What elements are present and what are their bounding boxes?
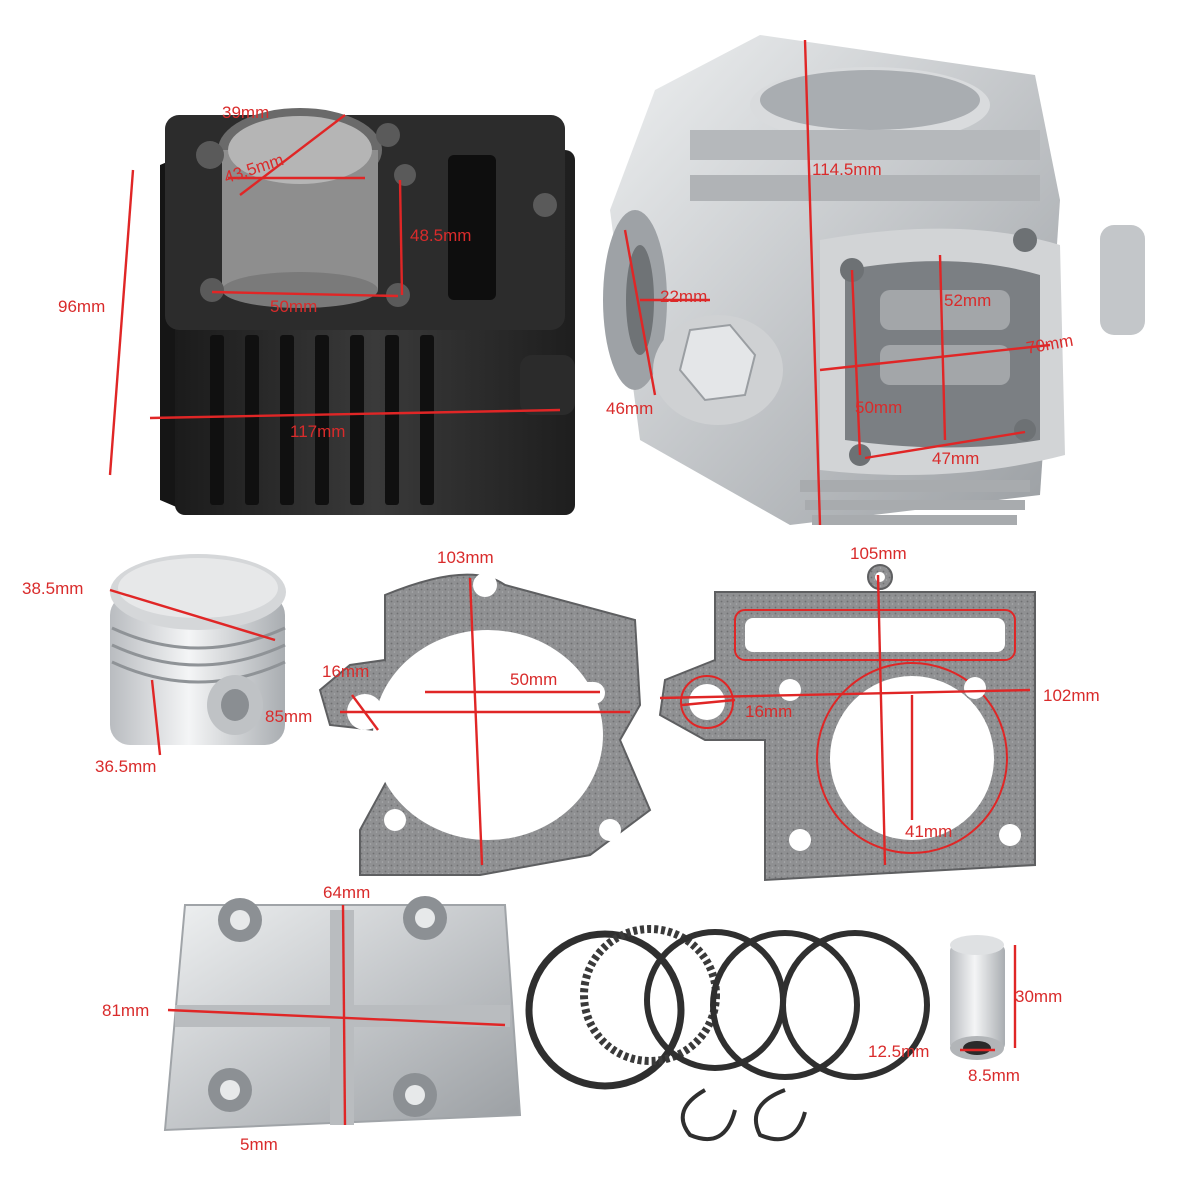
base-gasket xyxy=(318,573,652,876)
dim-label-head-47: 47mm xyxy=(932,449,980,468)
piston-rings xyxy=(525,925,930,1142)
dim-label-cylinder-39: 39mm xyxy=(222,103,270,122)
dim-label-gasket-102: 102mm xyxy=(1043,686,1100,705)
dim-label-head-50: 50mm xyxy=(855,398,903,417)
dim-label-gasket-50: 50mm xyxy=(510,670,558,689)
dim-label-cover-64: 64mm xyxy=(323,883,371,902)
dim-label-cylinder-117: 117mm xyxy=(290,422,346,441)
piston xyxy=(110,554,286,745)
dim-label-cover-81: 81mm xyxy=(102,1001,150,1020)
dim-label-head-52: 52mm xyxy=(944,291,992,310)
dim-label-pin-8-5: 8.5mm xyxy=(968,1066,1020,1085)
dim-label-gasket-41: 41mm xyxy=(905,822,953,841)
dim-label-piston-38-5: 38.5mm xyxy=(22,579,84,598)
dim-label-pin-30: 30mm xyxy=(1015,987,1063,1006)
dim-label-head-114-5: 114.5mm xyxy=(812,160,882,179)
dim-label-head-46: 46mm xyxy=(606,399,654,418)
dim-label-head-22: 22mm xyxy=(660,287,708,306)
dim-label-cylinder-50: 50mm xyxy=(270,297,318,316)
dim-label-gasket-105: 105mm xyxy=(850,544,907,563)
dim-label-gasket-16-right: 16mm xyxy=(745,702,793,721)
dim-label-cylinder-48-5: 48.5mm xyxy=(410,226,472,245)
dim-label-pin-12-5: 12.5mm xyxy=(868,1042,930,1061)
cylinder-head xyxy=(603,35,1145,525)
dim-label-cover-5: 5mm xyxy=(240,1135,278,1154)
head-gasket xyxy=(658,564,1036,882)
dim-label-piston-36-5: 36.5mm xyxy=(95,757,157,776)
dim-label-gasket-85: 85mm xyxy=(265,707,313,726)
dim-label-gasket-103: 103mm xyxy=(437,548,494,567)
wrist-pin xyxy=(950,935,1005,1060)
dim-label-cylinder-96: 96mm xyxy=(58,297,106,316)
dimension-lines xyxy=(108,39,1051,1126)
dim-label-gasket-16-left: 16mm xyxy=(322,662,370,681)
